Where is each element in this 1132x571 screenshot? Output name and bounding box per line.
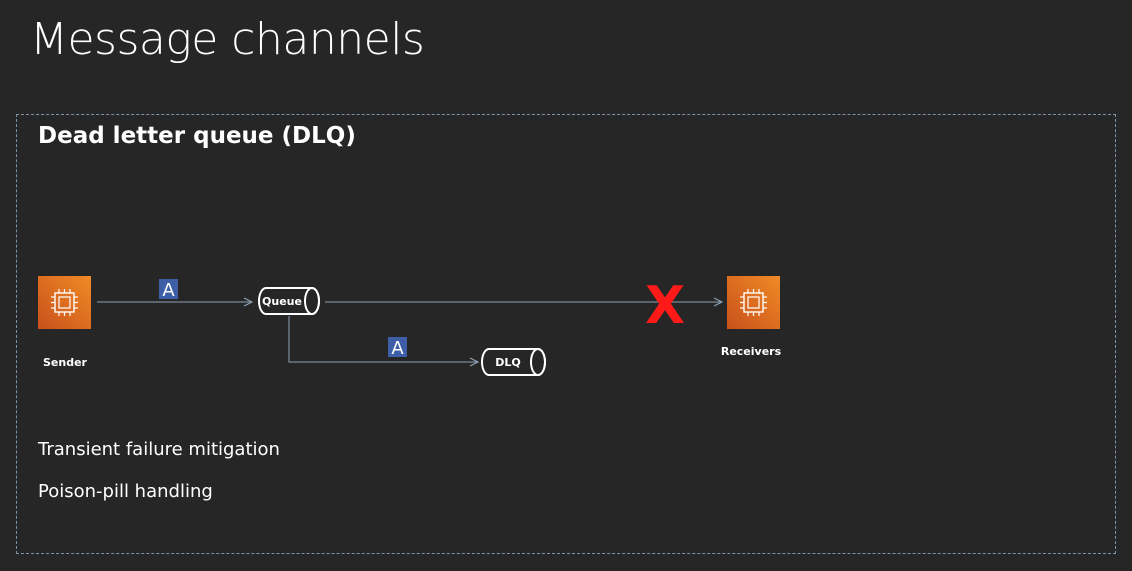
queue-cylinder-icon	[258, 287, 320, 315]
failure-mark: X	[645, 276, 685, 336]
message-badge-dlq-label: A	[391, 338, 404, 359]
message-badge-dlq	[388, 337, 407, 357]
arrow-queue-to-dlq	[288, 316, 478, 362]
receivers-chip-icon	[727, 276, 780, 329]
bullet-poison-pill: Poison-pill handling	[38, 481, 213, 502]
bullet-transient-failure: Transient failure mitigation	[38, 439, 280, 460]
dlq-label: DLQ	[495, 356, 521, 369]
sender-chip-icon	[38, 276, 91, 329]
queue-label: Queue	[262, 295, 302, 308]
message-badge-main	[159, 279, 178, 299]
receivers-label: Receivers	[721, 345, 782, 358]
sender-label: Sender	[43, 356, 88, 369]
message-badge-main-label: A	[162, 280, 175, 301]
slide-title: Message channels	[30, 14, 425, 65]
panel-title: Dead letter queue (DLQ)	[38, 123, 356, 149]
dlq-cylinder-icon	[481, 348, 546, 376]
dlq-panel: Dead letter queue (DLQ) Transient failur…	[16, 114, 1116, 554]
